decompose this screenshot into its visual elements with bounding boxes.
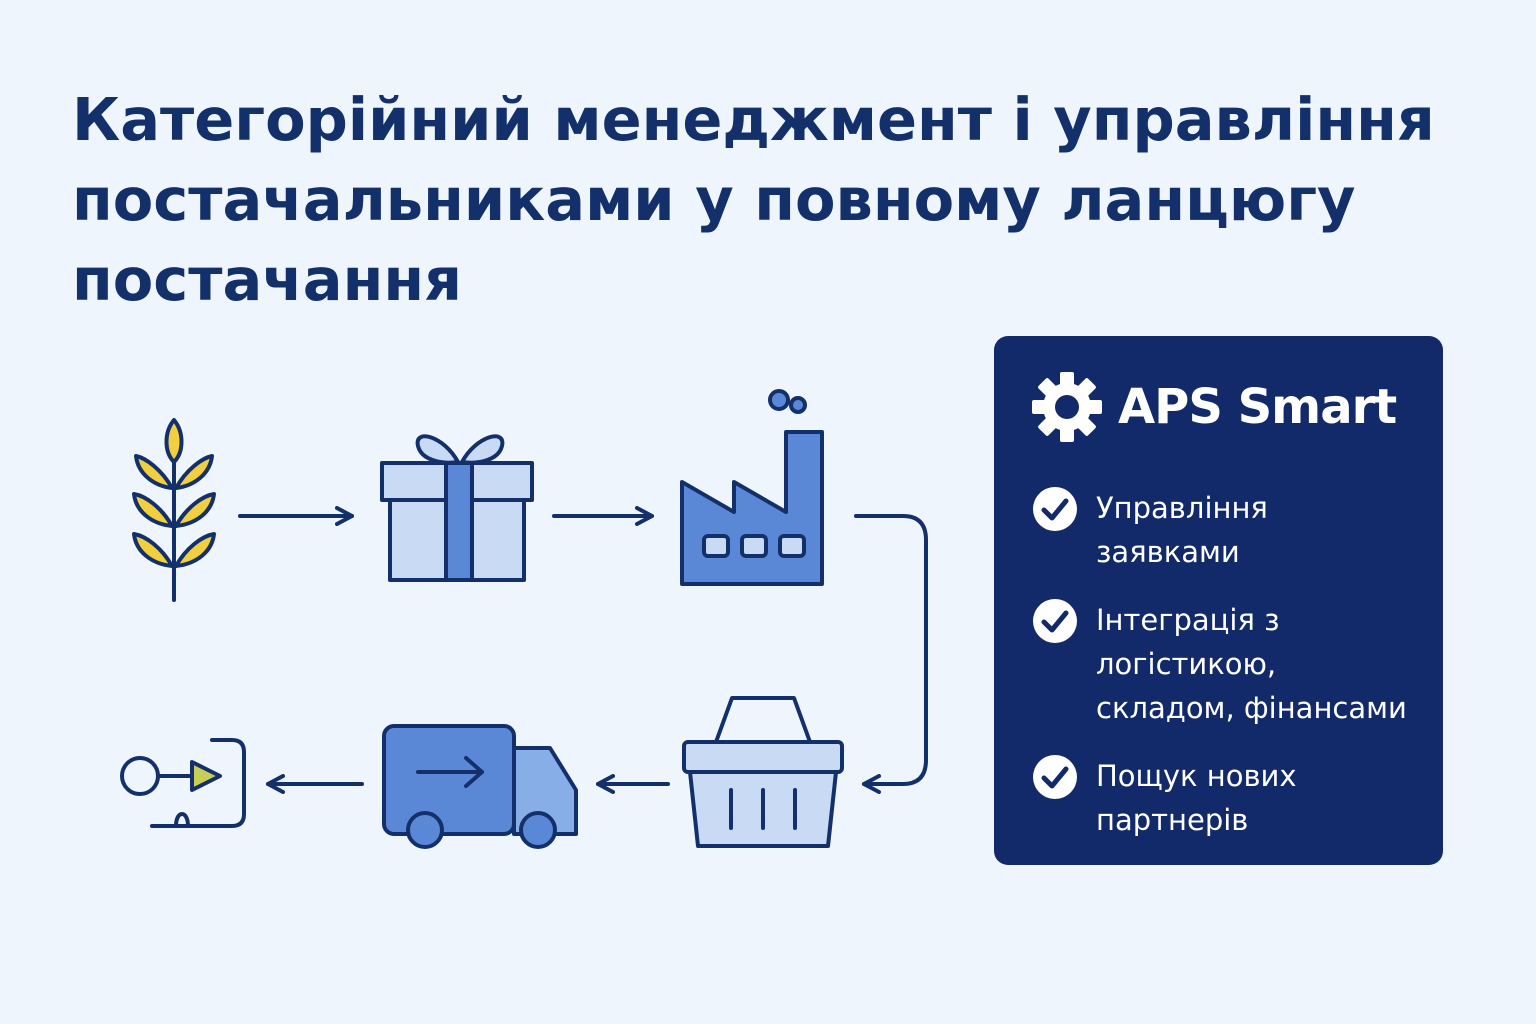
feature-text: Пощук нових партнерів <box>1096 754 1297 842</box>
feature-line: логістикою, <box>1096 647 1277 681</box>
brand: APS Smart <box>1030 372 1397 442</box>
gear-icon <box>1032 372 1102 442</box>
check-circle-icon <box>1033 599 1077 643</box>
brand-name: APS Smart <box>1118 379 1397 435</box>
feature-text: Управління заявками <box>1096 486 1268 574</box>
feature-line: Пощук нових <box>1096 759 1297 793</box>
supply-chain-flow <box>120 389 928 849</box>
gift-box-icon <box>380 434 534 582</box>
feature-line: партнерів <box>1096 803 1249 837</box>
title-line: Категорійний менеджмент і управління <box>72 85 1435 154</box>
feature-text: Інтеграція з логістикою, складом, фінанс… <box>1096 598 1407 730</box>
title-line: постачання <box>72 245 463 314</box>
title-line: постачальниками у повному ланцюгу <box>72 165 1356 234</box>
end-consumer-icon <box>120 738 246 828</box>
factory-icon <box>680 389 824 586</box>
aps-smart-panel: APS Smart Управління заявками Інтеграція… <box>994 336 1443 865</box>
feature-item: Управління заявками <box>1032 486 1442 574</box>
feature-line: складом, фінансами <box>1096 691 1407 725</box>
feature-item: Пощук нових партнерів <box>1032 754 1442 842</box>
feature-item: Інтеграція з логістикою, складом, фінанс… <box>1032 598 1442 730</box>
feature-line: Інтеграція з <box>1096 603 1280 637</box>
feature-line: заявками <box>1096 535 1240 569</box>
flow-arrow <box>854 514 928 794</box>
wheat-icon <box>132 418 216 602</box>
check-circle-icon <box>1033 487 1077 531</box>
delivery-truck-icon <box>382 724 578 849</box>
page-title: Категорійний менеджмент і управління пос… <box>72 80 1472 320</box>
shopping-basket-icon <box>682 696 844 848</box>
feature-line: Управління <box>1096 491 1268 525</box>
check-circle-icon <box>1033 755 1077 799</box>
